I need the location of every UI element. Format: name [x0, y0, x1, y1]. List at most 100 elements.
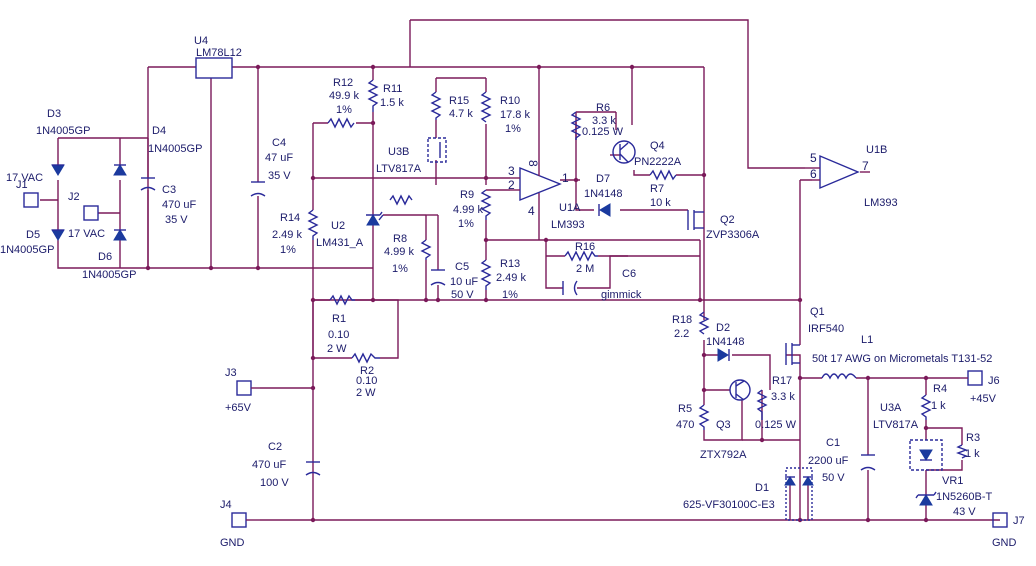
- svg-text:17 VAC: 17 VAC: [6, 172, 43, 184]
- svg-text:1N4148: 1N4148: [584, 188, 623, 200]
- resistor-r10[interactable]: R10 17.8 k 1%: [480, 91, 530, 135]
- svg-text:1%: 1%: [502, 289, 518, 301]
- svg-text:J3: J3: [225, 367, 237, 379]
- svg-text:C3: C3: [162, 184, 176, 196]
- svg-text:1%: 1%: [392, 263, 408, 275]
- svg-text:C5: C5: [455, 261, 469, 273]
- svg-text:ZTX792A: ZTX792A: [700, 449, 747, 461]
- svg-text:1.5 k: 1.5 k: [380, 97, 404, 109]
- comparator-u1b[interactable]: 5 6 7 U1B LM393: [805, 144, 898, 209]
- svg-text:Q2: Q2: [720, 214, 735, 226]
- connector-j6[interactable]: J6 +45V: [960, 370, 1000, 405]
- capacitor-c5[interactable]: C5 10 uF 50 V: [430, 261, 478, 301]
- mosfet-q1[interactable]: Q1 IRF540: [785, 306, 844, 365]
- svg-text:R17: R17: [772, 375, 792, 387]
- svg-text:R11: R11: [383, 83, 402, 95]
- connector-j7[interactable]: J7 GND: [992, 512, 1025, 549]
- svg-text:D4: D4: [152, 125, 166, 137]
- capacitor-c4[interactable]: C4 47 uF 35 V: [250, 137, 293, 197]
- diode-d3[interactable]: D3 1N4005GP: [36, 108, 90, 176]
- resistor-r4[interactable]: R4 1 k: [920, 383, 947, 420]
- svg-text:D7: D7: [596, 173, 610, 185]
- svg-text:+45V: +45V: [970, 393, 997, 405]
- diode-d5[interactable]: D5 1N4005GP: [0, 229, 65, 256]
- diode-d7[interactable]: D7 1N4148: [584, 173, 623, 217]
- svg-text:0.10: 0.10: [328, 329, 349, 341]
- svg-text:R5: R5: [678, 403, 692, 415]
- resistor-r2[interactable]: R2 0.10 2 W: [351, 352, 380, 399]
- svg-text:R6: R6: [596, 102, 610, 114]
- svg-text:D2: D2: [716, 322, 730, 334]
- resistor-r16[interactable]: R16 2 M: [564, 241, 598, 275]
- svg-text:6: 6: [810, 167, 817, 181]
- resistor-r3[interactable]: R3 1 k: [956, 432, 980, 460]
- capacitor-c1[interactable]: C1 2200 uF 50 V: [808, 437, 876, 484]
- resistor-r5[interactable]: R5 470: [676, 403, 710, 431]
- optocoupler-u3a[interactable]: U3A LTV817A: [873, 402, 943, 471]
- svg-text:2200 uF: 2200 uF: [808, 455, 849, 467]
- wires: [40, 19, 1000, 521]
- svg-text:D6: D6: [98, 251, 112, 263]
- svg-text:R3: R3: [966, 432, 980, 444]
- connector-j2[interactable]: J2 17 VAC: [68, 191, 105, 240]
- resistor-r1[interactable]: R1 0.10 2 W: [327, 294, 355, 355]
- svg-text:U1A: U1A: [559, 202, 581, 214]
- svg-text:10 uF: 10 uF: [450, 276, 478, 288]
- diode-d1[interactable]: D1 625-VF30100C-E3: [683, 467, 814, 521]
- resistor-r9[interactable]: R9 4.99 k 1%: [453, 189, 492, 230]
- svg-text:35 V: 35 V: [165, 214, 188, 226]
- svg-text:LM431_A: LM431_A: [316, 237, 364, 249]
- svg-text:5: 5: [810, 151, 817, 165]
- resistor-r17[interactable]: R17 3.3 k 0.125 W: [755, 375, 797, 431]
- capacitor-c2[interactable]: C2 470 uF 100 V: [252, 441, 321, 489]
- junction-dots: [145, 64, 929, 523]
- resistor-r12[interactable]: R12 49.9 k 1%: [327, 77, 359, 129]
- svg-text:0.10: 0.10: [356, 375, 377, 387]
- svg-text:1 k: 1 k: [931, 400, 946, 412]
- svg-text:2.49 k: 2.49 k: [272, 229, 302, 241]
- svg-text:Q3: Q3: [716, 419, 731, 431]
- svg-text:C6: C6: [622, 268, 636, 280]
- resistor-r8[interactable]: R8 4.99 k 1%: [384, 194, 432, 275]
- capacitor-c6[interactable]: C6 gimmick: [562, 268, 642, 301]
- svg-text:Q4: Q4: [650, 140, 665, 152]
- optocoupler-u3b[interactable]: U3B LTV817A: [376, 137, 447, 175]
- resistor-r13[interactable]: R13 2.49 k 1%: [480, 258, 526, 301]
- svg-text:R4: R4: [933, 383, 947, 395]
- resistor-r7[interactable]: R7 10 k: [649, 169, 677, 209]
- shunt-regulator-u2[interactable]: U2 LM431_A: [316, 211, 384, 249]
- svg-text:3.3 k: 3.3 k: [771, 391, 795, 403]
- resistor-r11[interactable]: R11 1.5 k: [367, 79, 404, 112]
- diode-d6[interactable]: D6 1N4005GP: [82, 229, 136, 281]
- connector-j3[interactable]: J3 +65V: [225, 367, 260, 414]
- svg-text:R18: R18: [672, 314, 692, 326]
- diode-d2[interactable]: D2 1N4148: [706, 322, 745, 362]
- u4-regulator[interactable]: U4 LM78L12: [194, 35, 242, 79]
- svg-text:100 V: 100 V: [260, 477, 289, 489]
- resistor-r15[interactable]: R15 4.7 k: [430, 91, 473, 120]
- svg-text:R2: R2: [360, 365, 374, 377]
- connector-j4[interactable]: J4 GND: [220, 499, 260, 549]
- inductor-l1[interactable]: L1 50t 17 AWG on Micrometals T131-52: [812, 334, 992, 380]
- connector-j1[interactable]: J1 17 VAC: [6, 172, 43, 208]
- svg-text:10 k: 10 k: [650, 197, 671, 209]
- svg-text:ZVP3306A: ZVP3306A: [706, 229, 760, 241]
- svg-text:0.125 W: 0.125 W: [582, 126, 624, 138]
- resistor-r6[interactable]: R6 3.3 k 0.125 W: [570, 102, 624, 140]
- svg-text:17 VAC: 17 VAC: [68, 228, 105, 240]
- svg-text:VR1: VR1: [942, 475, 963, 487]
- transistor-q4[interactable]: Q4 PN2222A: [612, 140, 682, 168]
- comparator-u1a[interactable]: U1A LM393 3 2 1 8 4: [508, 160, 585, 231]
- mosfet-q2[interactable]: Q2 ZVP3306A: [687, 210, 760, 241]
- diode-d4[interactable]: D4 1N4005GP: [113, 125, 202, 176]
- resistor-r14[interactable]: R14 2.49 k 1%: [272, 209, 319, 256]
- svg-text:C2: C2: [268, 441, 282, 453]
- resistor-r18[interactable]: R18 2.2: [672, 311, 710, 340]
- svg-text:GND: GND: [992, 537, 1017, 549]
- svg-text:U3B: U3B: [388, 146, 409, 158]
- svg-text:1N5260B-T: 1N5260B-T: [936, 491, 993, 503]
- svg-text:D1: D1: [755, 482, 769, 494]
- zener-vr1[interactable]: VR1 1N5260B-T 43 V: [915, 475, 993, 518]
- capacitor-c3[interactable]: C3 470 uF 35 V: [140, 177, 197, 226]
- transistor-q3[interactable]: Q3 ZTX792A: [700, 379, 751, 461]
